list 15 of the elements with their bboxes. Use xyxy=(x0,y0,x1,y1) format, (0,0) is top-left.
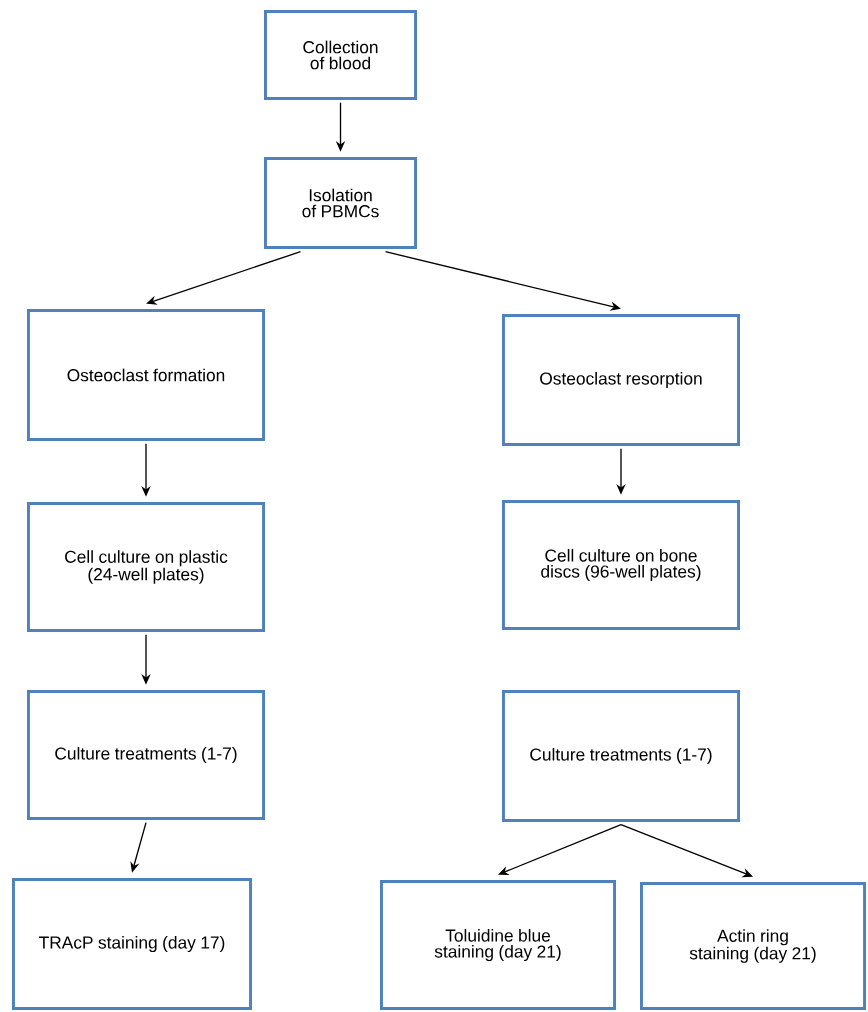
process-box: Culture treatments (1-7) xyxy=(27,690,265,820)
arrow xyxy=(620,824,753,878)
arrow xyxy=(384,251,621,311)
process-box: Toluidine blue staining (day 21) xyxy=(380,880,616,1010)
arrow xyxy=(498,824,622,875)
process-box: Culture treatments (1-7) xyxy=(502,690,740,822)
process-box: Collection of blood xyxy=(264,10,417,100)
process-box: Cell culture on bone discs (96-well plates) xyxy=(502,500,740,630)
process-box: Actin ring staining (day 21) xyxy=(640,882,866,1010)
process-box: Isolation of PBMCs xyxy=(264,157,417,249)
process-box: Cell culture on plastic (24-well plates) xyxy=(27,502,265,632)
process-box: Osteoclast formation xyxy=(27,309,265,441)
process-box: TRAcP staining (day 17) xyxy=(12,878,252,1010)
arrow xyxy=(146,251,302,305)
process-box: Osteoclast resorption xyxy=(502,314,740,446)
